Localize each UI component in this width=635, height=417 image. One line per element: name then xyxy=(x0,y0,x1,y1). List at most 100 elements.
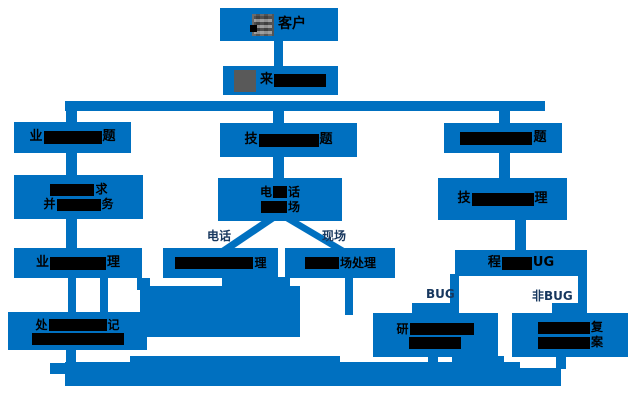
node-technical-problem: 技题 xyxy=(220,123,357,157)
connector xyxy=(578,274,587,304)
redacted-text xyxy=(460,131,533,145)
connector xyxy=(68,277,76,312)
node-reception-label: 来 xyxy=(260,72,327,88)
connector xyxy=(222,277,290,287)
node-requirement-service-label: 求并务 xyxy=(43,182,113,212)
node-phone-remote-handle-label: 理 xyxy=(174,255,267,271)
visible-text-fragment: UG xyxy=(532,254,555,270)
node-technical-problem-label: 技题 xyxy=(244,132,332,148)
node-business-problem-label: 业题 xyxy=(29,129,115,145)
node-site-handle-label: 场处理 xyxy=(304,256,376,271)
node-customer: 客户 xyxy=(220,8,338,41)
redacted-text xyxy=(56,198,101,211)
branch-label-phone: 电话 xyxy=(207,229,232,243)
node-phone-or-site-label: 电话场 xyxy=(260,185,300,215)
redacted-text xyxy=(48,319,107,331)
visible-text-fragment: 理 xyxy=(534,190,548,206)
redacted-text xyxy=(409,336,462,349)
redacted-text xyxy=(304,257,339,269)
node-dev-fix-program: 研 xyxy=(373,313,498,357)
visible-text-fragment: 题 xyxy=(533,129,547,145)
connector xyxy=(66,110,77,123)
connector xyxy=(499,153,510,179)
connector xyxy=(100,277,108,312)
connector xyxy=(452,356,504,363)
visible-text-fragment: 务 xyxy=(101,197,114,211)
visible-text-fragment: 题 xyxy=(102,129,116,145)
connector xyxy=(65,362,520,386)
node-business-processing: 业理 xyxy=(14,248,142,278)
visible-text-fragment: 理 xyxy=(254,255,267,270)
redacted-text xyxy=(43,131,102,144)
connector xyxy=(66,152,77,176)
node-business-problem: 业题 xyxy=(14,122,131,153)
node-tech-department-handle-label: 技理 xyxy=(457,191,547,207)
connector xyxy=(345,277,353,315)
node-dev-fix-program-label: 研 xyxy=(396,322,474,349)
connector xyxy=(412,303,459,313)
redacted-text xyxy=(50,256,106,270)
visible-text-fragment: 理 xyxy=(107,254,121,270)
connector xyxy=(556,357,566,369)
node-customer-label: 客户 xyxy=(278,15,306,32)
connector xyxy=(273,156,284,179)
connector xyxy=(519,368,561,386)
reception-solid-square-icon xyxy=(233,69,256,92)
visible-text-fragment: 业 xyxy=(35,254,49,270)
visible-text-fragment: 电 xyxy=(259,184,272,199)
node-result-record: 处记 xyxy=(8,312,147,350)
connector xyxy=(428,357,438,363)
node-phone-or-site: 电话场 xyxy=(218,178,342,221)
connector xyxy=(66,218,77,249)
node-other-problem: 题 xyxy=(444,123,562,153)
visible-text-fragment: 处 xyxy=(35,317,48,332)
node-site-handle: 场处理 xyxy=(285,248,395,278)
node-other-problem-label: 题 xyxy=(459,129,547,146)
node-explain-solution: 复案 xyxy=(512,313,628,357)
node-explain-solution-label: 复案 xyxy=(537,320,603,350)
branch-label-non-bug: 非BUG xyxy=(532,289,573,303)
connector xyxy=(552,303,587,313)
branch-label-site: 现场 xyxy=(322,229,347,243)
connector xyxy=(50,363,66,374)
node-phone-remote-handle: 理 xyxy=(163,248,278,278)
redacted-text xyxy=(537,336,590,349)
redacted-text xyxy=(537,321,590,334)
connector xyxy=(499,110,510,124)
connector xyxy=(450,274,459,305)
node-requirement-service: 求并务 xyxy=(14,175,143,219)
redacted-text xyxy=(50,183,95,196)
connector xyxy=(274,41,283,67)
visible-text-fragment: 业 xyxy=(29,129,43,145)
visible-text-fragment: 题 xyxy=(319,131,333,147)
branch-label-bug: BUG xyxy=(426,287,455,301)
visible-text-fragment: 复 xyxy=(590,320,603,334)
visible-text-fragment: 技 xyxy=(457,190,471,206)
connector xyxy=(515,219,526,251)
redacted-text xyxy=(273,186,287,198)
visible-text-fragment: 记 xyxy=(107,317,120,332)
visible-text-fragment: 来 xyxy=(259,72,273,88)
connector xyxy=(220,220,276,249)
connector xyxy=(130,356,340,363)
redacted-text xyxy=(471,192,534,206)
customer-pixelated-avatar-icon xyxy=(250,13,274,36)
node-reception: 来 xyxy=(223,66,338,95)
redacted-text xyxy=(501,256,532,270)
redacted-text xyxy=(260,201,287,213)
connector xyxy=(66,349,76,363)
visible-text-fragment: 研 xyxy=(396,321,409,336)
node-tech-department-handle: 技理 xyxy=(438,178,567,220)
redacted-text xyxy=(31,332,124,345)
visible-text-fragment: 并 xyxy=(43,197,56,211)
connector xyxy=(140,286,300,337)
visible-text-fragment: 场处理 xyxy=(339,255,376,270)
node-business-processing-label: 业理 xyxy=(36,255,120,271)
visible-text-fragment: 案 xyxy=(590,335,603,349)
redacted-text xyxy=(409,323,474,335)
connector xyxy=(65,101,545,111)
